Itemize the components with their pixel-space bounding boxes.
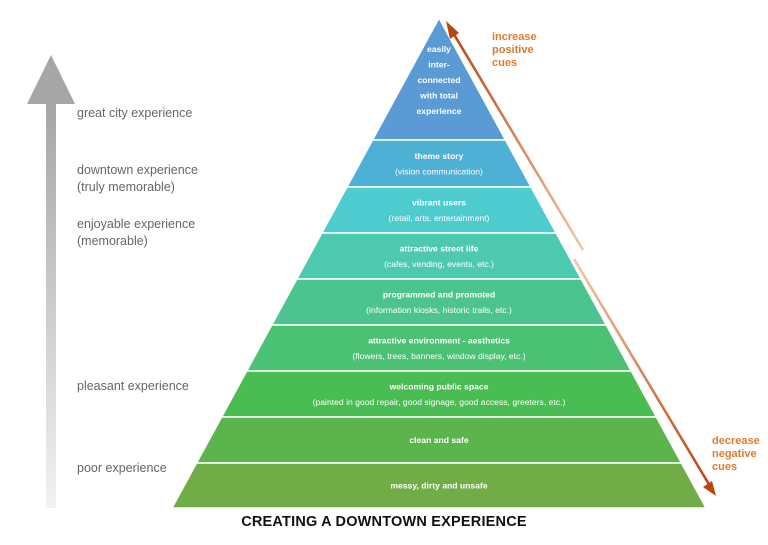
increase-cues-arrow xyxy=(446,21,585,251)
increase-cues-line3: cues xyxy=(492,57,518,69)
scale-enjoyable-line1: enjoyable experience xyxy=(77,217,196,231)
pyramid-level-6-subtitle: (flowers, trees, banners, window display… xyxy=(352,351,525,361)
pyramid-level-4-subtitle: (cafes, vending, events, etc.) xyxy=(384,259,494,269)
scale-pleasant-line1: pleasant experience xyxy=(77,379,189,393)
scale-great-city-line1: great city experience xyxy=(77,106,193,120)
pyramid-level-6-title: attractive environment - aesthetics xyxy=(368,335,510,345)
pyramid-labels: easily inter-connected with total experienc… xyxy=(313,44,566,491)
pyramid-level-3-subtitle: (retail, arts, entertainment) xyxy=(389,213,490,223)
decrease-cues-line2: negative xyxy=(712,448,757,460)
pyramid-level-2-subtitle: (vision communication) xyxy=(395,166,483,176)
pyramid-level-9-title: messy, dirty and unsafe xyxy=(390,481,487,491)
diagram-title: CREATING A DOWNTOWN EXPERIENCE xyxy=(241,514,527,530)
scale-downtown-line1: downtown experience xyxy=(77,163,198,177)
pyramid-level-1-title: with total xyxy=(419,91,458,101)
scale-downtown-line2: (truly memorable) xyxy=(77,180,175,194)
decrease-cues-line1: decrease xyxy=(712,435,760,447)
pyramid-level-2 xyxy=(345,139,533,188)
scale-downtown: downtown experience (truly memorable) xyxy=(77,162,198,196)
scale-great-city: great city experience xyxy=(77,105,192,122)
pyramid-level-4 xyxy=(295,232,583,280)
scale-enjoyable: enjoyable experience (memorable) xyxy=(77,216,195,250)
pyramid-level-8-title: clean and safe xyxy=(409,435,468,445)
pyramid-level-9 xyxy=(170,462,708,509)
pyramid-level-7 xyxy=(220,370,658,418)
decrease-cues-arrow xyxy=(572,258,716,496)
pyramid-level-3-title: vibrant users xyxy=(412,197,466,207)
increase-cues-line2: positive xyxy=(492,44,534,56)
pyramid-level-1-title: experience xyxy=(417,106,462,116)
pyramid-layers xyxy=(170,16,708,509)
pyramid-level-1-title: easily xyxy=(427,44,451,54)
pyramid-level-6 xyxy=(245,324,633,372)
pyramid-level-2-title: theme story xyxy=(415,151,464,161)
increase-cues-line1: increase xyxy=(492,31,537,43)
pyramid-level-5-subtitle: (information kiosks, historic trails, et… xyxy=(366,305,512,315)
decrease-cues-line3: cues xyxy=(712,461,738,473)
scale-enjoyable-line2: (memorable) xyxy=(77,234,148,248)
pyramid-level-7-title: welcoming public space xyxy=(389,381,489,391)
pyramid-level-4-title: attractive street life xyxy=(400,243,479,253)
increase-cues-label: increase positive cues xyxy=(492,31,537,70)
scale-pleasant: pleasant experience xyxy=(77,378,189,395)
decrease-cues-label: decrease negative cues xyxy=(712,435,760,474)
experience-up-arrow xyxy=(27,55,75,508)
pyramid-level-1-title: inter- xyxy=(428,60,450,70)
pyramid-level-1-title: connected xyxy=(418,75,461,85)
pyramid-level-5 xyxy=(270,278,608,326)
scale-poor: poor experience xyxy=(77,460,167,477)
pyramid-level-5-title: programmed and promoted xyxy=(383,289,495,299)
pyramid-level-7-subtitle: (painted in good repair, good signage, g… xyxy=(313,397,566,407)
pyramid-level-3 xyxy=(320,186,558,234)
scale-poor-line1: poor experience xyxy=(77,461,167,475)
